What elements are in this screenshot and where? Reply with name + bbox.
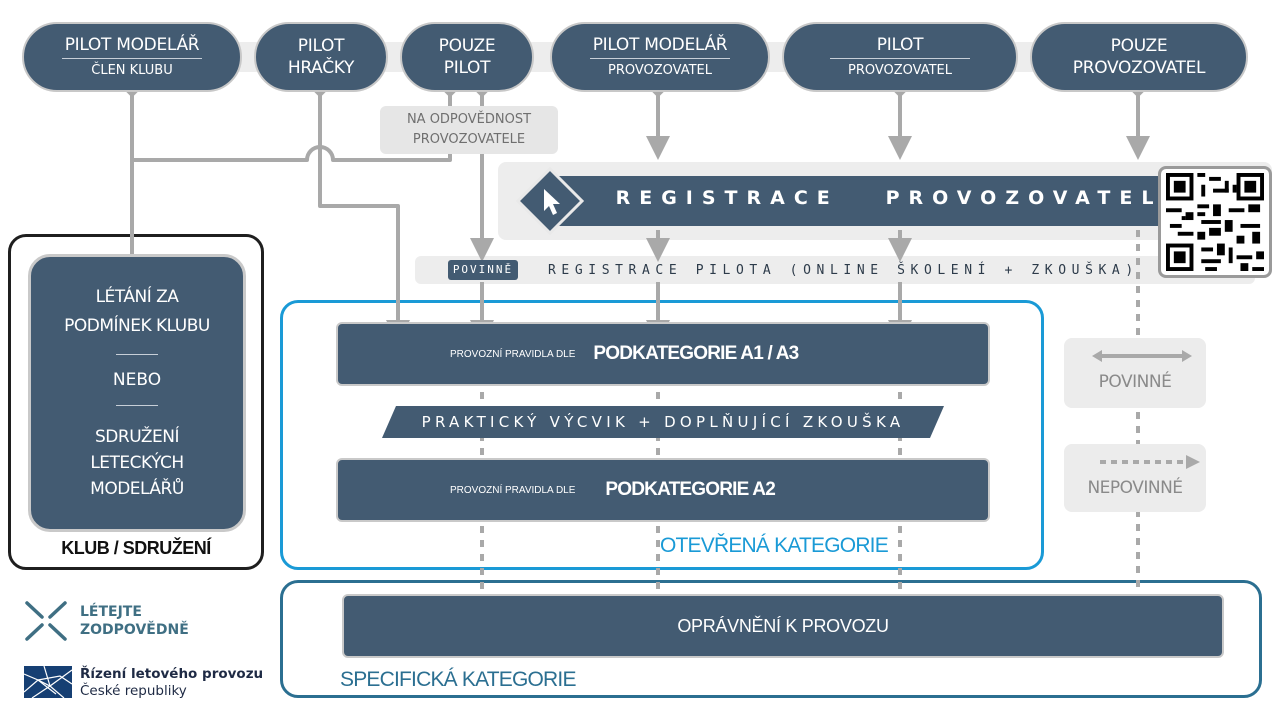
campaign-logo-text: LÉTEJTE ZODPOVĚDNĚ [80, 604, 189, 638]
legend-optional-label: NEPOVINNÉ [1087, 478, 1183, 498]
network-logo-icon [24, 666, 72, 698]
pilot-registration-band [415, 256, 1255, 284]
legend-mandatory: POVINNÉ [1064, 338, 1206, 408]
pilot-toy-node: PILOT HRAČKY [254, 22, 388, 92]
operating-rules-prefix-a1-a3: PROVOZNÍ PRAVIDLA DLE [450, 348, 576, 360]
subcategory-a1-a3-bar: PROVOZNÍ PRAVIDLA DLE PODKATEGORIE A1 / … [336, 322, 990, 386]
club-divider-top [116, 354, 158, 355]
operator-registration-bar [548, 176, 1160, 226]
cross-arrows-logo-icon [25, 601, 67, 641]
pilot-model-operator-node: PILOT MODELÁŘ PROVOZOVATEL [550, 22, 770, 92]
pilot-only-node: POUZE PILOT [400, 22, 534, 92]
legend-optional: NEPOVINNÉ [1064, 444, 1206, 512]
subcategory-a2-bar: PROVOZNÍ PRAVIDLA DLE PODKATEGORIE A2 [336, 458, 990, 522]
dashed-arrow-icon [1100, 455, 1200, 469]
specific-category-title: SPECIFICKÁ KATEGORIE [340, 668, 576, 691]
club-option-association: SDRUŽENÍ LETECKÝCH MODELÁŘŮ [90, 427, 184, 499]
open-category-title: OTEVŘENÁ KATEGORIE [660, 534, 889, 557]
qr-code-icon [1166, 173, 1264, 271]
legend-mandatory-label: POVINNÉ [1098, 372, 1172, 392]
club-inner-panel: LÉTÁNÍ ZA PODMÍNEK KLUBU NEBO SDRUŽENÍ L… [28, 254, 246, 532]
club-title: KLUB / SDRUŽENÍ [61, 538, 211, 558]
operating-rules-prefix-a2: PROVOZNÍ PRAVIDLA DLE [450, 484, 576, 496]
open-category-box [280, 300, 1044, 570]
qr-code-frame [1158, 166, 1272, 278]
practical-training-banner: PRAKTICKÝ VÝCVIK + DOPLŇUJÍCÍ ZKOUŠKA [382, 406, 944, 438]
operator-registration-diamond [515, 166, 585, 236]
operator-only-node: POUZE PROVOZOVATEL [1030, 22, 1248, 92]
club-or-label: NEBO [112, 370, 162, 390]
operating-authorization-bar: OPRÁVNĚNÍ K PROVOZU [342, 594, 1224, 658]
responsibility-note: NA ODPOVĚDNOST PROVOZOVATELE [380, 106, 558, 154]
practical-training-label: PRAKTICKÝ VÝCVIK + DOPLŇUJÍCÍ ZKOUŠKA [421, 413, 905, 431]
pilot-registration-label: REGISTRACE PILOTA (ONLINE ŠKOLENÍ + ZKOU… [548, 263, 1139, 278]
pilot-model-club-member-node: PILOT MODELÁŘ ČLEN KLUBU [22, 22, 242, 92]
solid-double-arrow-icon [1092, 350, 1192, 362]
mandatory-badge: POVINNĚ [448, 260, 518, 280]
club-option-fly-under-club-conditions: LÉTÁNÍ ZA PODMÍNEK KLUBU [64, 287, 210, 336]
cursor-icon [515, 166, 585, 236]
pilot-operator-node: PILOT PROVOZOVATEL [782, 22, 1018, 92]
club-divider-bottom [116, 405, 158, 406]
subcategory-a1-a3-label: PODKATEGORIE A1 / A3 [593, 343, 799, 364]
organization-name: Řízení letového provozu České republiky [80, 666, 264, 699]
operator-registration-label: REGISTRACE PROVOZOVATELE [615, 187, 1185, 209]
specific-category-box [280, 580, 1262, 698]
subcategory-a2-label: PODKATEGORIE A2 [605, 479, 775, 500]
